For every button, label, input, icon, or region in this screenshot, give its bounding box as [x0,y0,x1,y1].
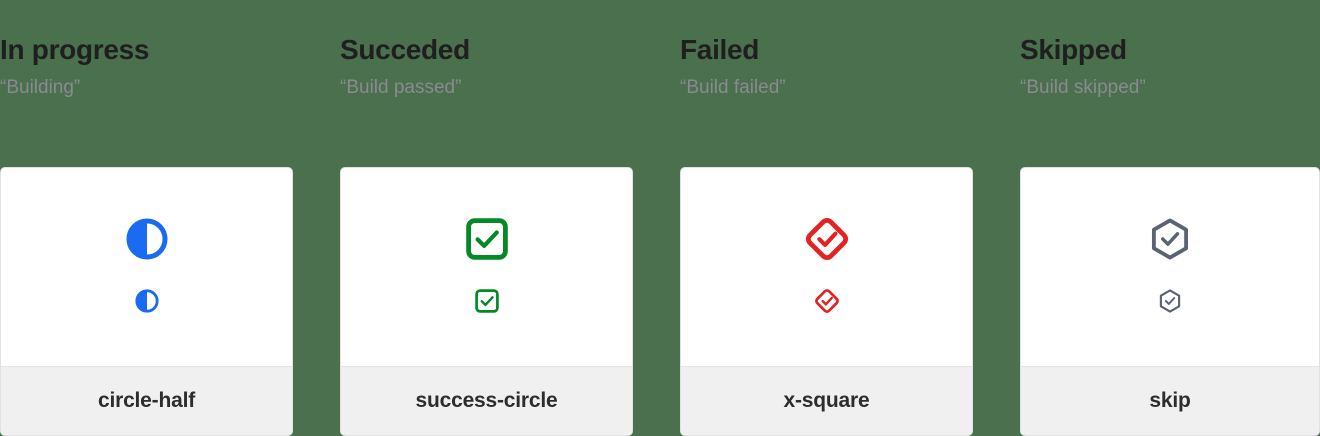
column-header-skipped: Skipped “Build skipped” [1020,0,1320,167]
x-square-icon [814,288,840,314]
circle-half-icon [124,216,170,262]
icon-card-footer: x-square [681,366,972,435]
page-title-in-progress: In progress [0,34,150,65]
gutter [973,167,1020,436]
icon-card-footer: circle-half [1,366,292,435]
page-title-skipped: Skipped [1020,34,1127,65]
subtitle-in-progress: “Building” [0,77,81,98]
circle-half-icon [134,288,160,314]
icon-card-body [1,168,292,366]
subtitle-succeded: “Build passed” [340,77,462,98]
icon-card-body [1021,168,1319,366]
icon-card-skip[interactable]: skip [1020,167,1320,436]
icon-name-label: x-square [783,389,870,412]
icon-name-label: success-circle [415,389,558,412]
skip-icon [1157,288,1183,314]
icon-card-body [341,168,632,366]
page-title-succeded: Succeded [340,34,470,65]
gutter [293,0,340,167]
gutter [633,0,680,167]
column-header-failed: Failed “Build failed” [680,0,973,167]
gutter [973,0,1020,167]
success-circle-icon [464,216,510,262]
icon-card-success-circle[interactable]: success-circle [340,167,633,436]
icon-card-footer: success-circle [341,366,632,435]
success-circle-icon [474,288,500,314]
icon-card-footer: skip [1021,366,1319,435]
subtitle-failed: “Build failed” [680,77,786,98]
gutter [293,167,340,436]
page-title-failed: Failed [680,34,760,65]
icon-card-body [681,168,972,366]
subtitle-skipped: “Build skipped” [1020,77,1146,98]
column-header-in-progress: In progress “Building” [0,0,293,167]
column-header-succeded: Succeded “Build passed” [340,0,633,167]
gutter [633,167,680,436]
icon-card-x-square[interactable]: x-square [680,167,973,436]
skip-icon [1147,216,1193,262]
icon-name-label: circle-half [97,389,195,412]
x-square-icon [804,216,850,262]
icon-card-circle-half[interactable]: circle-half [0,167,293,436]
icon-name-label: skip [1149,389,1191,412]
